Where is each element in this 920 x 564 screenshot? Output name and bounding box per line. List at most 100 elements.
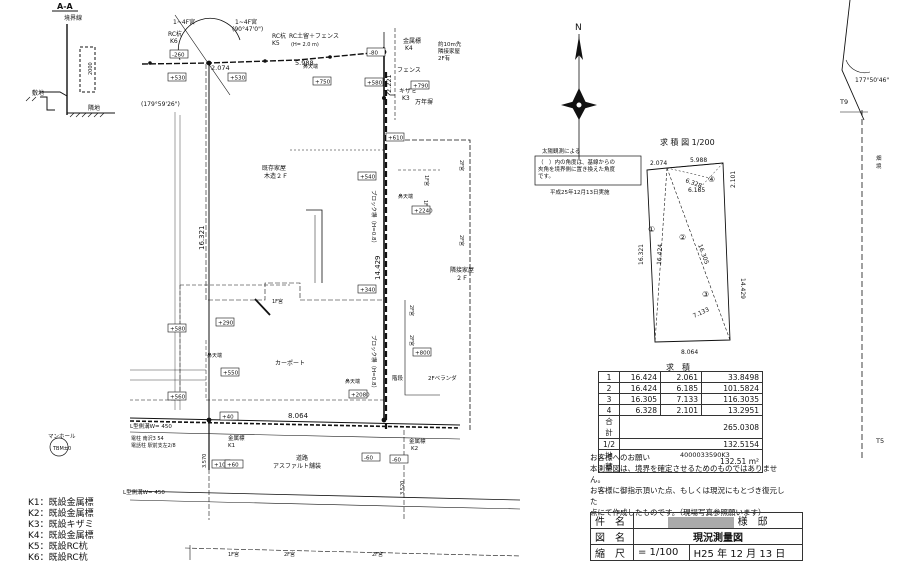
pole-label: 電柱 南沢3 54 電話柱 駅前支左2/8 [131,435,176,449]
neighbor-north-line3: 2F有 [438,54,451,62]
af-dim-9: 7.133 [692,306,711,320]
metal-label: 金属標 [403,37,421,45]
gutter-bottom: L型側溝W= 450 [123,488,165,496]
legend-item: K5：既設RC杭 [28,542,88,552]
t5-label: T5 [875,437,884,445]
total-value: 265.0308 [619,415,763,439]
k6-label: K6 [170,38,178,45]
elevation-box [357,284,377,294]
area-unit: m² [748,456,759,466]
table-cell: 13.2951 [701,404,763,416]
fence-label: フェンス [397,67,421,74]
dim-right: 14.429 [374,256,382,281]
right-strip: 177°50'46" T9 T5 畑 境 [839,0,889,460]
area-cell: 132.51 m² [619,449,763,473]
neighbor-north-line2: 隣接家屋 [438,47,461,55]
elevation-value: +290 [218,321,234,327]
site-plan-labels: 1~4F宮 1~4F宮 (90°47'0") RC杭 K6 RC杭 K5 RC土… [48,18,476,558]
af-dim-8: 14.429 [739,278,746,299]
t9-label: T9 [839,98,848,106]
table-cell: 6.185 [660,382,702,394]
table-cell: 2.101 [660,404,702,416]
case-suffix: 様 邸 [737,517,768,528]
table-cell: 3 [598,393,620,405]
bottom-f-2: 2F宮 [284,551,295,558]
table-row: 1 16.424 2.061 33.8498 [598,371,763,383]
veranda-label: 2Fベランダ [428,374,457,382]
table-cell: 101.5824 [701,382,763,394]
dim-right2: 2.221 [385,74,393,93]
f1b: 1F宮 [272,298,283,305]
table-cell: 1 [598,371,620,383]
table-cell: 6.328 [619,404,661,416]
scale-value: = 1/100 [633,544,690,561]
notice: お客様へのお願い 本測量図は、境界を確定させるためのものではありません。 お客様… [590,452,790,518]
north-note2-line2: 夾角を境界側に置き換えた角度 [538,165,616,173]
house-neighbor-line1: 隣接家屋 [450,266,474,274]
table-cell: 7.133 [660,393,702,405]
road-w2: 3.520 [400,481,406,495]
pole-line2: 電話柱 駅前支左2/8 [131,442,176,449]
manhole-label: マンホール [48,433,76,440]
house-main: 既存家屋 木造２Ｆ [262,164,288,180]
eaves-a: 鼻天端 [398,193,413,200]
af-label-1: ① [648,225,655,234]
elevation-value: +580 [170,327,186,333]
fig-name: 現況測量図 [633,528,803,545]
north-note: 太陽観測による [542,147,580,155]
elevation-box [348,389,368,399]
af-dim-3: 6.185 [688,187,705,194]
af-label-4: ④ [708,175,715,184]
elevation-value: +530 [230,76,246,82]
af-label-3: ③ [702,290,709,299]
house-main-line2: 木造２Ｆ [264,172,288,180]
area-value: 132.51 [720,456,747,466]
house-neighbor: 隣接家屋 ２Ｆ [450,266,476,282]
north-note2-line3: です。 [538,173,554,180]
redacted-name [668,516,735,528]
section-boundary: 境界線 [64,14,82,22]
floors-top-b: 1~4F宮 [235,18,257,26]
elevation-value: +2240 [414,209,433,215]
legend-item: K6：既設RC杭 [28,553,88,563]
table-cell: 16.305 [619,393,661,405]
right-boundary: 畑 境 [876,154,883,170]
north-label: N [575,23,582,33]
elevation-value: +540 [360,175,376,181]
block-wall-2: ブロック塀（H=0.8） [370,335,378,391]
right-boundary-line1: 畑 [876,154,882,162]
title-row-fig: 図 名 現況測量図 [590,528,803,545]
table-row-total: 合計 265.0308 [598,415,763,439]
area-table-title: 求 積 [666,362,690,372]
elevation-value: +340 [360,288,376,294]
k1-label: K1 [228,443,235,449]
table-cell: 2 [598,382,620,394]
table-cell: 16.424 [619,382,661,394]
date-month-unit: 月 [746,549,757,560]
elevation-box [169,49,189,59]
stairs-label: 階段 [392,374,404,382]
elevation-box [366,47,386,57]
manreki-label: 万年塀 [415,98,433,106]
north-arrow: N 太陽観測による （ ）内の角度は、基線からの 夾角を境界側に置き換えた角度 … [534,23,642,196]
elevation-value: +10 [214,463,226,469]
eaves-b: 鼻天端 [207,352,222,359]
elevation-box [220,367,240,377]
section-title: A-A [57,2,74,11]
area-table: 1 16.424 2.061 33.8498 2 16.424 6.185 10… [598,371,763,473]
f2c: 2F宮 [408,305,415,316]
k5-label: K5 [272,40,280,47]
table-cell: 16.424 [619,371,661,383]
road-label: 道路 アスファルト舗装 [273,454,321,470]
road-line1: 道路 [296,454,308,462]
dim-left: 16.321 [198,226,206,251]
legend-item: K2：既設金属標 [28,509,94,519]
neighbor-north: 約10m先 隣接家屋 2F有 [438,40,463,62]
elevation-box [312,76,332,86]
elevation-box [167,72,187,82]
elevation-value: +550 [223,371,239,377]
af-dim-5: 16.321 [638,244,645,265]
elevation-value: -260 [172,53,185,59]
case-label: 件 名 [590,512,634,529]
date-cell: H25 年 12 月 13 日 [688,544,804,561]
